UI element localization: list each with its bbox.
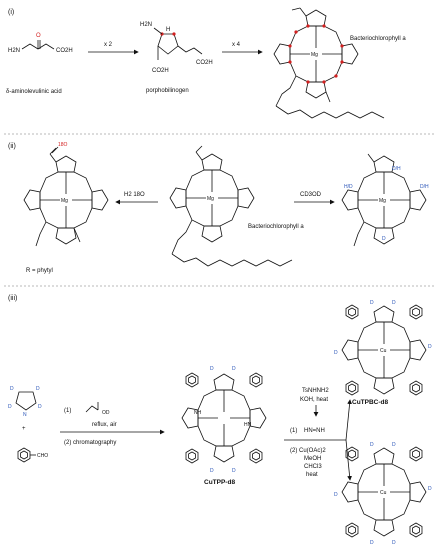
svg-text:D: D <box>210 468 214 474</box>
step1-label: x 2 <box>104 42 113 48</box>
svg-text:D: D <box>38 404 42 410</box>
svg-text:D: D <box>370 442 374 448</box>
pbg-acid2: CO2H <box>196 60 213 66</box>
ala-label: δ-aminolevulinic acid <box>6 89 62 95</box>
ala-acid: CO2H <box>56 48 73 54</box>
tpp-label: CuTPP-d8 <box>204 479 235 486</box>
svg-text:Cu: Cu <box>380 490 387 496</box>
svg-text:D: D <box>392 540 396 546</box>
reagent-top-1: TsNHNH2 <box>302 388 329 394</box>
step-b1: (1) <box>290 428 297 434</box>
ala-oxygen: O <box>36 33 41 39</box>
svg-text:D: D <box>370 540 374 546</box>
svg-text:Mg: Mg <box>61 198 68 204</box>
pbg-nh: H <box>166 27 170 33</box>
pbg-amine: H2N <box>140 22 152 28</box>
svg-text:D: D <box>8 404 12 410</box>
step-b2-1: (2) Cu(OAc)2 <box>290 448 326 454</box>
reagent-top-2: KOH, heat <box>300 397 328 403</box>
svg-text:D: D <box>232 468 236 474</box>
step-iii-2: (2) chromatography <box>64 440 116 446</box>
step2-label: x 4 <box>232 42 241 48</box>
section-label-ii: (ii) <box>8 143 16 150</box>
benzaldehyde: CHO <box>17 447 48 463</box>
d-label-2: H/D <box>344 184 353 190</box>
svg-text:D: D <box>210 366 214 372</box>
pyrrole-n: N <box>23 412 27 418</box>
step-iii-conditions: reflux, air <box>92 422 117 428</box>
svg-text:HN: HN <box>244 422 252 428</box>
step-b2-2: MeOH <box>304 456 321 462</box>
ala-structure: H2N O CO2H δ-aminolevulinic acid <box>6 33 73 95</box>
svg-text:D: D <box>334 350 338 356</box>
svg-text:D: D <box>10 386 14 392</box>
d-label-3: D/H <box>420 184 429 190</box>
product-label: Bacteriochlorophyll a <box>350 36 406 42</box>
svg-text:Mg: Mg <box>379 198 386 204</box>
d-label-4: D <box>382 236 386 242</box>
svg-text:D: D <box>232 366 236 372</box>
tpbc-product-top: Cu D D D D <box>334 300 432 396</box>
pyrrole-d: N D D D D <box>8 386 42 418</box>
arrow-up <box>345 399 352 441</box>
right-product: Mg D/H H/D D/H D <box>341 153 429 247</box>
plus-sign: + <box>22 426 26 432</box>
pbg-label: porphobilinogen <box>146 88 189 94</box>
bchl-product: Mg <box>273 7 385 119</box>
center-bchl: Mg <box>169 145 293 267</box>
svg-text:D: D <box>36 386 40 392</box>
step-b2-3: CHCl3 <box>304 464 322 470</box>
center-label: Bacteriochlorophyll a <box>248 224 304 230</box>
svg-text:D: D <box>428 486 432 492</box>
r-definition: R = phytyl <box>26 268 53 274</box>
left-product: Mg 18O <box>23 142 109 247</box>
step-b2-4: heat <box>306 472 318 478</box>
svg-text:Mg: Mg <box>207 196 214 202</box>
pbg-structure: H H2N CO2H CO2H porphobilinogen <box>140 22 213 94</box>
svg-text:D: D <box>334 492 338 498</box>
svg-text:D: D <box>392 442 396 448</box>
tpp-product: NH HN D D D D <box>181 366 267 474</box>
left-reagent: H2 18O <box>124 192 145 198</box>
pbg-acid1: CO2H <box>152 68 169 74</box>
svg-text:D: D <box>370 300 374 306</box>
section-label-iii: (iii) <box>8 295 17 302</box>
tpbc-product-bottom: Cu D D D D D D <box>334 442 432 546</box>
step-iii-1: (1) <box>64 408 71 414</box>
diimide: HN=NH <box>304 428 325 434</box>
right-reagent: CD3OD <box>300 192 322 198</box>
svg-text:D: D <box>392 300 396 306</box>
d-label-1: D/H <box>392 166 401 172</box>
tpbc-label: CuTPBC-d8 <box>352 399 388 406</box>
svg-text:Cu: Cu <box>380 348 387 354</box>
arrow-down <box>345 439 352 481</box>
ala-amine: H2N <box>8 48 20 54</box>
benzaldehyde-cho: CHO <box>37 453 48 459</box>
section-label-i: (i) <box>8 9 14 16</box>
isotope-oxygen: 18O <box>58 142 68 148</box>
svg-text:D: D <box>428 344 432 350</box>
product-metal: Mg <box>311 52 318 58</box>
step-iii-od: OD <box>102 410 110 416</box>
svg-text:NH: NH <box>194 410 202 416</box>
